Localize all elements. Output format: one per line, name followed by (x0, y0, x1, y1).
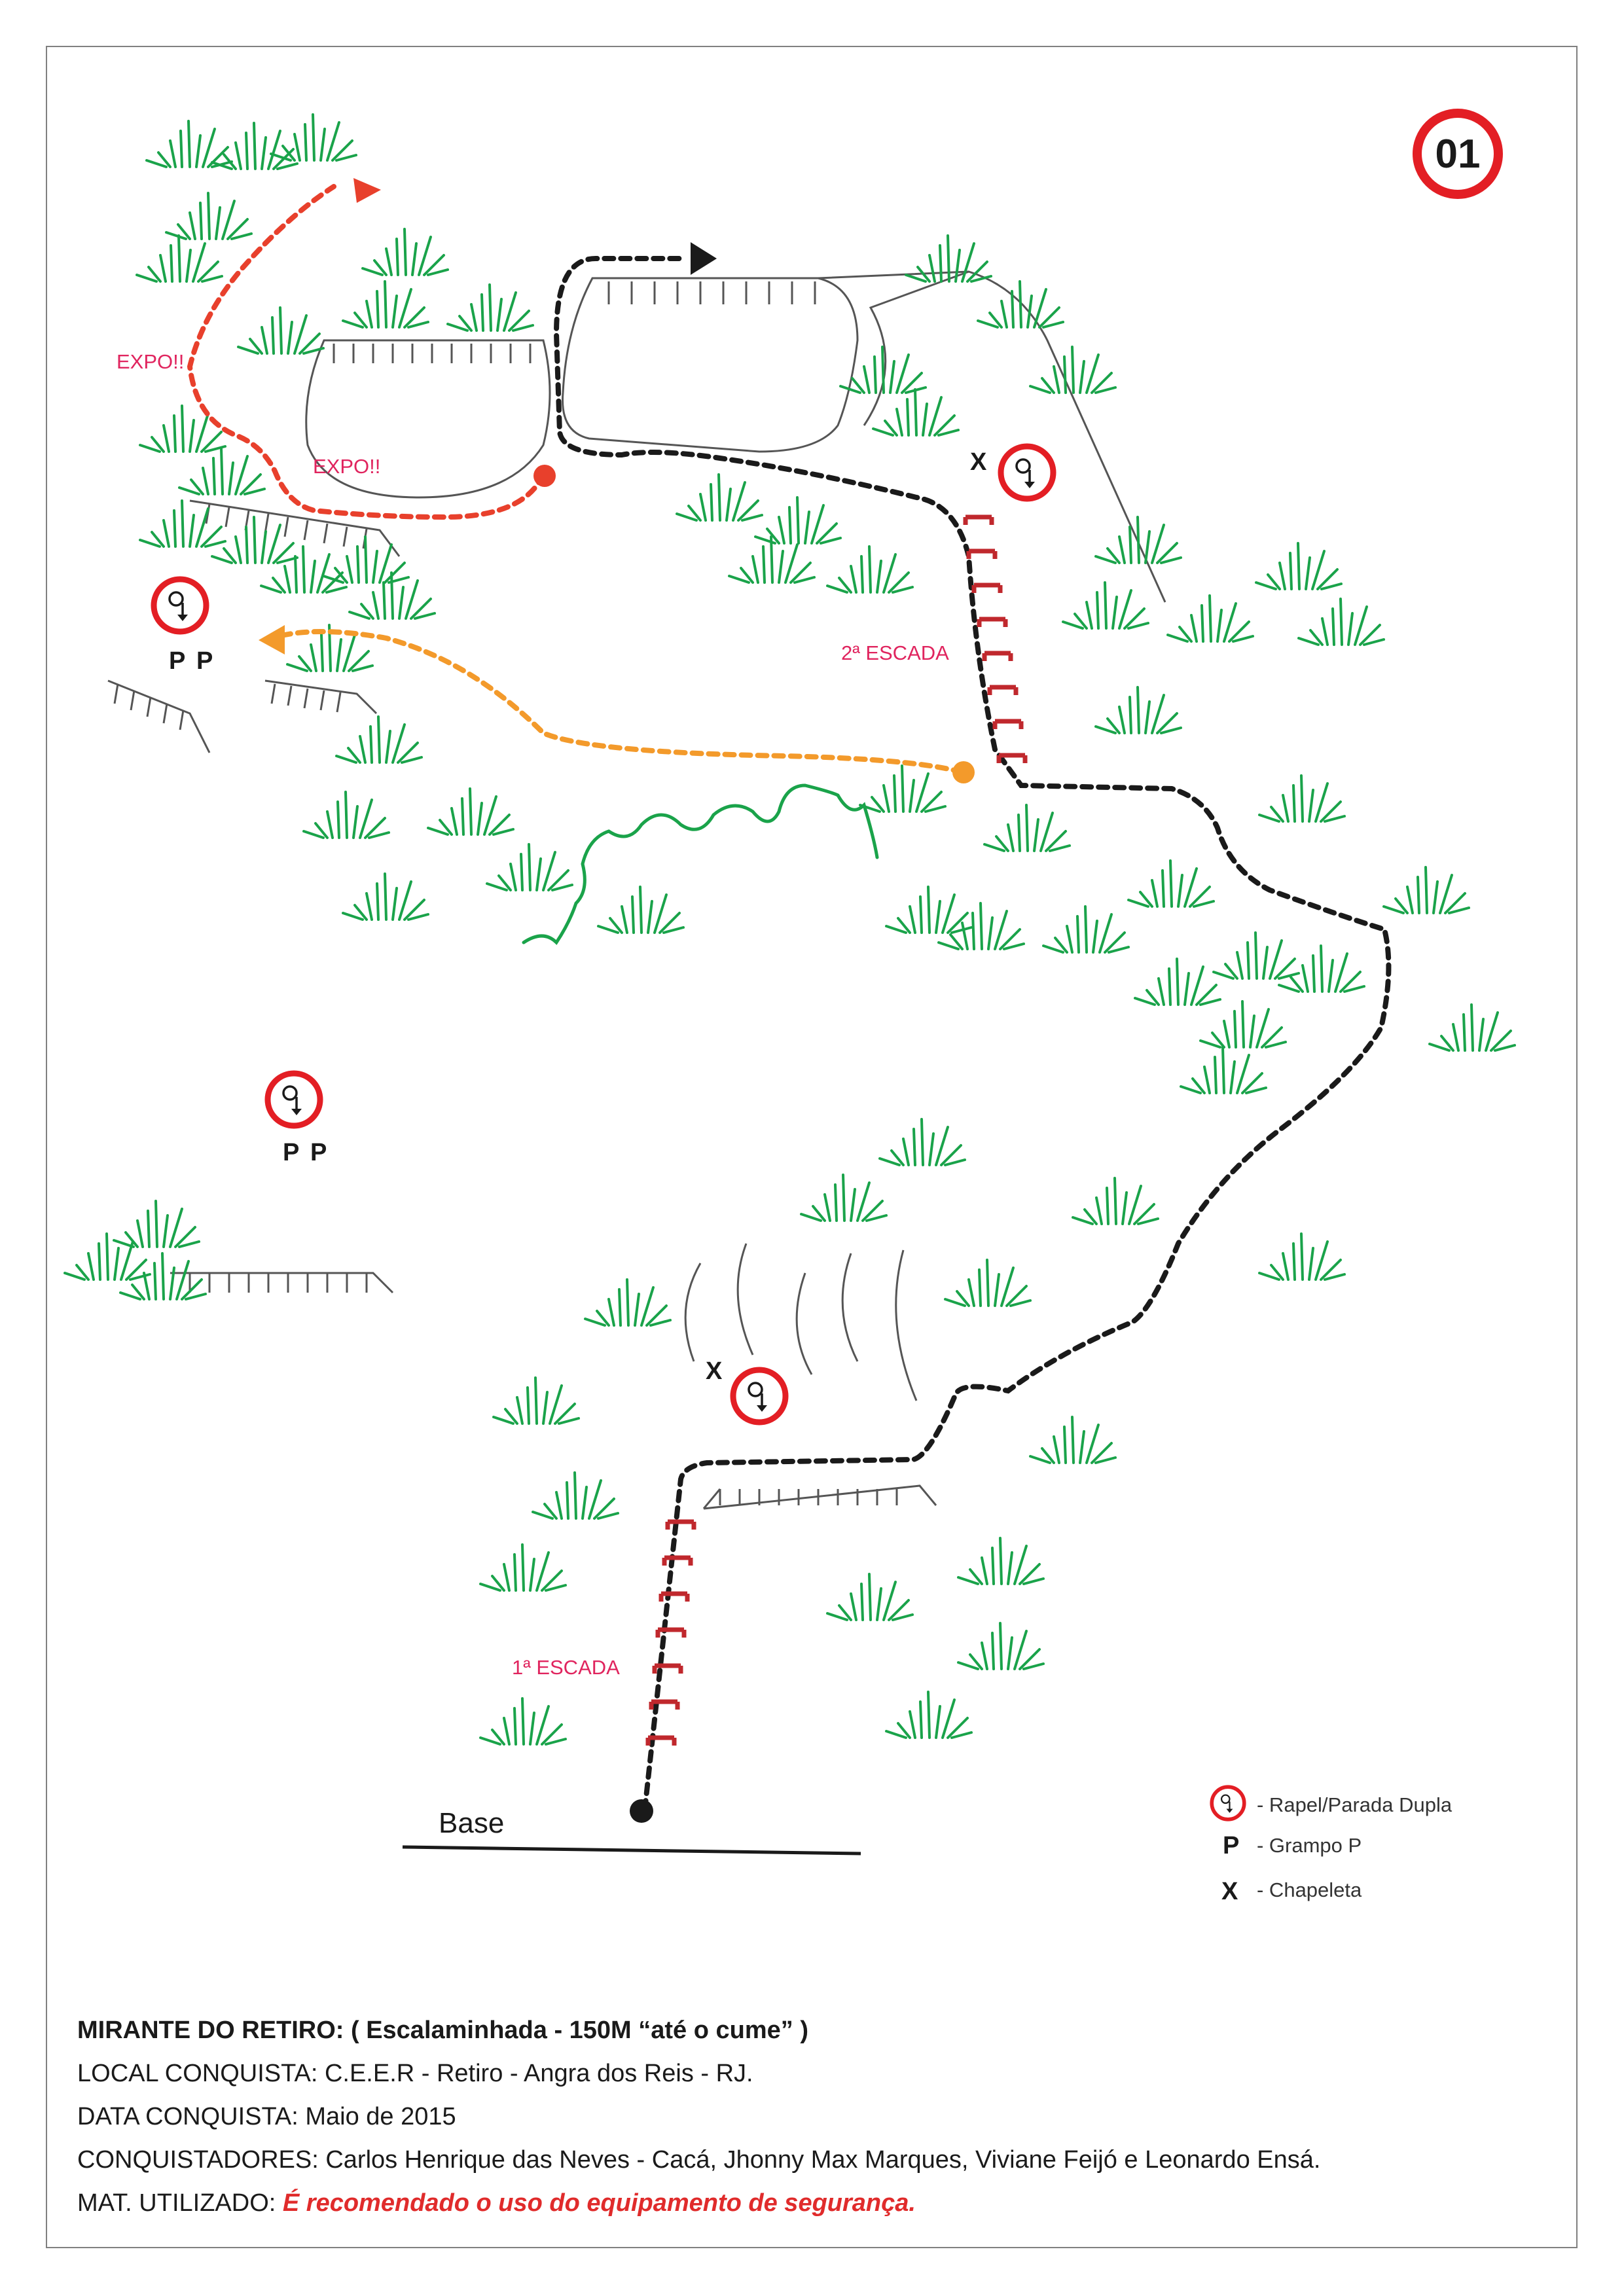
bolt-p-marker: P (310, 1139, 327, 1166)
legend-grampo-label: - Grampo P (1257, 1834, 1362, 1857)
rappel-station-middle-left: P P (268, 1073, 327, 1166)
vegetation-edge (522, 783, 879, 945)
chapeleta-marker: X (970, 448, 987, 476)
date-label: DATA CONQUISTA: (77, 2103, 298, 2130)
rappel-icon (733, 1370, 785, 1422)
legend-chapeleta-symbol: X (1221, 1878, 1238, 1905)
rappel-station-lower: X (706, 1357, 785, 1422)
second-ladder-label: 2ª ESCADA (841, 641, 949, 664)
local-value: C.E.E.R - Retiro - Angra dos Reis - RJ. (317, 2060, 753, 2087)
legend: - Rapel/Parada Dupla P - Grampo P X - Ch… (1212, 1787, 1453, 1905)
local-conquista: LOCAL CONQUISTA: C.E.E.R - Retiro - Angr… (77, 2059, 1550, 2088)
material-warning: É recomendado o uso do equipamento de se… (282, 2189, 916, 2217)
authors-value: Carlos Henrique das Neves - Cacá, Jhonny… (318, 2146, 1321, 2174)
rappel-icon (1001, 446, 1053, 499)
chapeleta-marker: X (706, 1357, 723, 1385)
bolt-p-marker: P (283, 1139, 299, 1166)
legend-chapeleta: X - Chapeleta (1221, 1878, 1362, 1905)
expo-route-arrow (353, 178, 381, 203)
legend-grampo: P - Grampo P (1223, 1832, 1362, 1859)
first-ladder-label: 1ª ESCADA (512, 1656, 620, 1679)
rock-left-block (305, 339, 551, 499)
rappel-icon (1212, 1787, 1244, 1820)
expo-route (187, 184, 546, 520)
expo-label-upper: EXPO!! (117, 350, 184, 373)
base-label: Base (439, 1807, 504, 1839)
main-route-start (630, 1799, 653, 1823)
main-route (553, 256, 1392, 1812)
route-title: MIRANTE DO RETIRO: ( Escalaminhada - 150… (77, 2017, 808, 2044)
base-line (402, 1845, 861, 1856)
second-ladder (965, 517, 1025, 763)
slab-lines (684, 1243, 918, 1401)
bolt-p-marker: P (196, 647, 213, 675)
rappel-icon (154, 579, 206, 632)
route-info: MIRANTE DO RETIRO: ( Escalaminhada - 150… (77, 2016, 1550, 2232)
rock-center-block-ticks (607, 281, 816, 304)
material-label: MAT. UTILIZADO: (77, 2189, 276, 2217)
alt-route-start (952, 761, 975, 783)
legend-rappel: - Rapel/Parada Dupla (1212, 1787, 1453, 1820)
alt-route-arrow (259, 625, 285, 655)
alt-route (269, 629, 965, 775)
date-value: Maio de 2015 (298, 2103, 456, 2130)
ledge-left-2 (264, 679, 378, 715)
legend-grampo-symbol: P (1223, 1832, 1239, 1859)
rock-ridge-line-2 (863, 270, 969, 426)
ledge-mid-left (170, 1272, 394, 1294)
material: MAT. UTILIZADO: É recomendado o uso do e… (77, 2189, 1550, 2217)
conquistadores: CONQUISTADORES: Carlos Henrique das Neve… (77, 2145, 1550, 2174)
data-conquista: DATA CONQUISTA: Maio de 2015 (77, 2102, 1550, 2131)
rock-left-block-ticks (324, 339, 543, 363)
rappel-station-upper-left: P P (154, 579, 213, 675)
expo-route-start (533, 465, 556, 487)
bolt-p-marker: P (169, 647, 185, 675)
ledge-left-3 (107, 679, 211, 753)
authors-label: CONQUISTADORES: (77, 2146, 319, 2174)
legend-chapeleta-label: - Chapeleta (1257, 1878, 1362, 1901)
legend-rappel-label: - Rapel/Parada Dupla (1257, 1793, 1453, 1816)
expo-label-lower: EXPO!! (313, 455, 380, 478)
rappel-station-upper-right: X (970, 446, 1053, 499)
page-border (46, 46, 1578, 2248)
route-number-badge: 01 (1413, 109, 1503, 199)
ledge-lower (702, 1484, 937, 1510)
local-label: LOCAL CONQUISTA: (77, 2060, 318, 2087)
route-number: 01 (1435, 132, 1481, 177)
route-lines (187, 184, 1392, 1812)
rappel-icon (268, 1073, 320, 1126)
main-route-arrow (691, 242, 717, 275)
route-markers (259, 178, 975, 1823)
rock-center-block (562, 277, 859, 453)
